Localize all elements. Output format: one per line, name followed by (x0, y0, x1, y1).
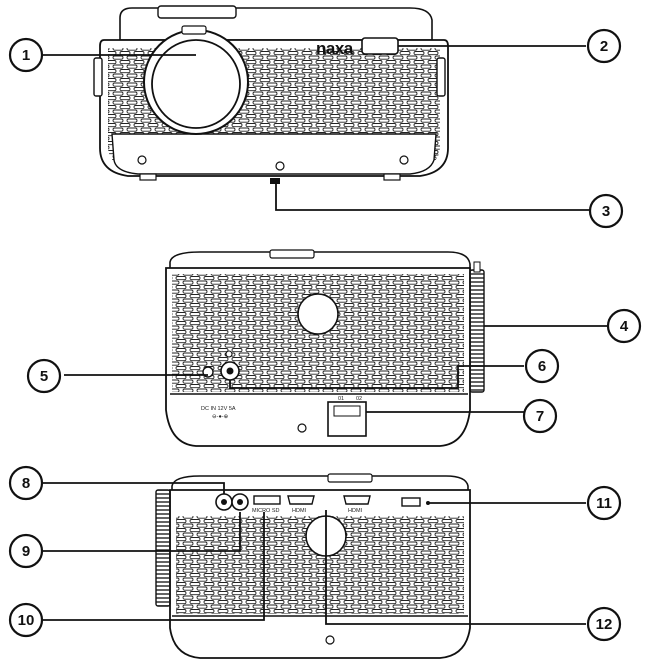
callout-11-number: 11 (596, 495, 612, 512)
callout-2: 2 (586, 28, 622, 64)
hdmi-1-label: HDMI (292, 508, 307, 514)
svg-text:01: 01 (338, 396, 344, 402)
callout-4-number: 4 (620, 318, 629, 335)
callout-6: 6 (524, 348, 560, 384)
hdmi-port-2 (343, 495, 371, 505)
callout-10-number: 10 (18, 612, 35, 629)
callout-8-number: 8 (22, 475, 30, 492)
brand-logo: naxa (316, 39, 354, 58)
callout-9: 9 (8, 533, 44, 569)
adjustable-stand: 01 02 (327, 396, 367, 437)
ir-receiver-window (361, 37, 399, 55)
callout-8: 8 (8, 465, 44, 501)
callout-5-number: 5 (40, 368, 48, 385)
hdmi-port-1 (287, 495, 315, 505)
svg-text:⊖-●-⊕: ⊖-●-⊕ (212, 414, 229, 420)
callout-5: 5 (26, 358, 62, 394)
side-view: DC IN 12V 5A ⊖-●-⊕ 01 02 (165, 249, 485, 447)
callout-1-number: 1 (22, 47, 30, 64)
callout-12-number: 12 (596, 616, 613, 633)
callout-9-number: 9 (22, 543, 30, 560)
callout-11: 11 (586, 485, 622, 521)
callout-4: 4 (606, 308, 642, 344)
micro-sd-slot (253, 495, 281, 505)
back-view: MICRO SD HDMI HDMI (155, 473, 471, 659)
left-focus-wheel (93, 57, 103, 97)
leader-lines (40, 45, 610, 625)
callout-6-number: 6 (538, 358, 546, 375)
callout-2-number: 2 (600, 38, 608, 55)
side-speaker (297, 293, 339, 335)
svg-text:02: 02 (356, 396, 362, 402)
micro-sd-label: MICRO SD (252, 508, 280, 514)
callout-10: 10 (8, 602, 44, 638)
lens (151, 39, 241, 129)
usb-port (401, 497, 421, 507)
front-view: naxa (93, 5, 449, 184)
callout-12: 12 (586, 606, 622, 642)
power-indicator (225, 350, 233, 358)
right-focus-wheel (436, 57, 446, 97)
callout-7-number: 7 (536, 408, 544, 425)
callout-3-number: 3 (602, 203, 610, 220)
callout-3: 3 (588, 193, 624, 229)
back-focus-wheel (155, 489, 171, 607)
front-bottom-band (111, 133, 437, 175)
callout-7: 7 (522, 398, 558, 434)
focus-wheel[interactable] (469, 269, 485, 393)
callout-1: 1 (8, 37, 44, 73)
dc-input-label: DC IN 12V 5A (201, 406, 236, 412)
front-top-button (157, 5, 237, 19)
hdmi-2-label: HDMI (348, 508, 363, 514)
front-screw-hole (275, 161, 285, 171)
